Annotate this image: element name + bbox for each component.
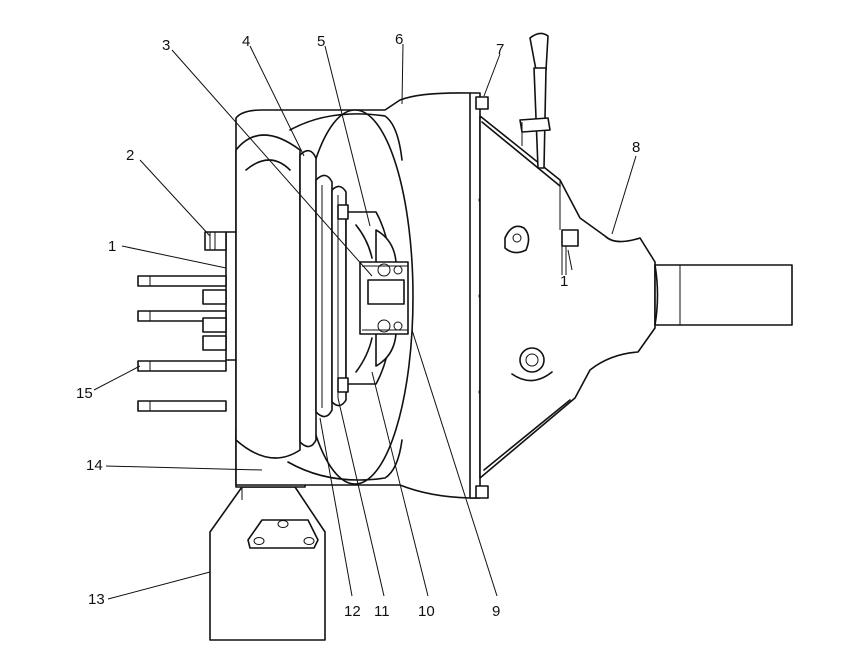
callout-14: 14 — [86, 457, 103, 474]
mounting-bracket — [209, 486, 326, 641]
lever-handle — [519, 32, 551, 169]
gearbox-body — [479, 115, 793, 479]
callout-labels: 1 1 2 3 4 5 6 7 8 9 10 11 12 13 14 15 — [76, 31, 640, 620]
callout-6: 6 — [395, 31, 403, 48]
callout-13: 13 — [88, 591, 105, 608]
left-studs — [137, 231, 227, 412]
callout-10: 10 — [418, 603, 435, 620]
callout-2: 2 — [126, 147, 134, 164]
callout-1-left: 1 — [108, 238, 116, 255]
pulley-assembly — [299, 149, 347, 448]
callout-9: 9 — [492, 603, 500, 620]
callout-1-right: 1 — [560, 273, 568, 290]
callout-8: 8 — [632, 139, 640, 156]
callout-11: 11 — [374, 603, 390, 620]
callout-15: 15 — [76, 385, 93, 402]
callout-12: 12 — [344, 603, 361, 620]
callout-3: 3 — [162, 37, 170, 54]
bearing-core — [359, 261, 409, 335]
callout-4: 4 — [242, 33, 250, 50]
callout-5: 5 — [317, 33, 325, 50]
front-cover-plate — [225, 134, 301, 459]
leader-lines — [93, 43, 637, 600]
callout-7: 7 — [496, 41, 504, 58]
